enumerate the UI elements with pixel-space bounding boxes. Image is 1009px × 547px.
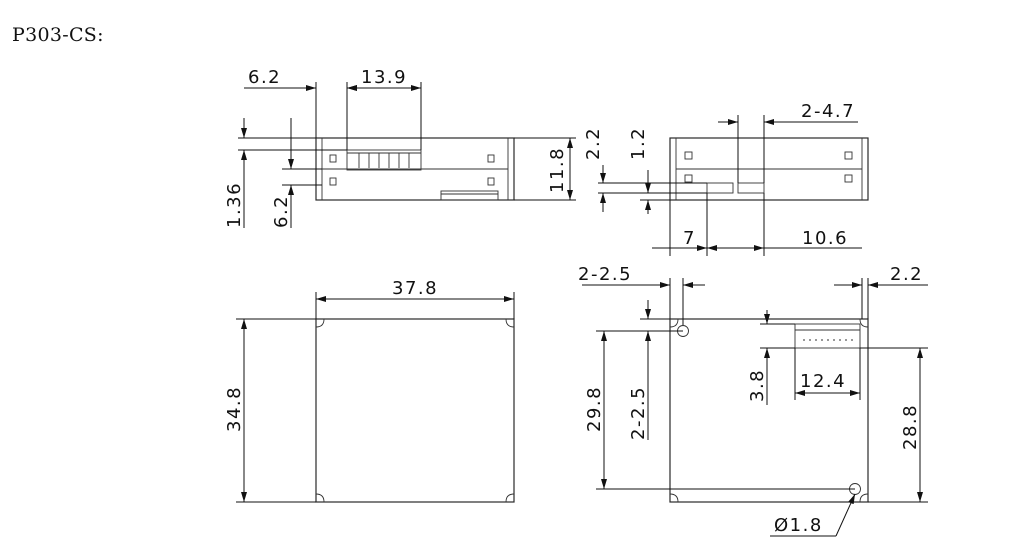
side-dim-lines	[598, 115, 862, 256]
dim-label-bottom-height-left: 29.8	[584, 386, 605, 432]
dim-label-bottom-hole-vertical: 2-2.5	[628, 386, 649, 440]
dim-label-connector-width: 12.4	[800, 371, 846, 392]
dim-label-side-offset: 7	[683, 228, 696, 249]
dim-label-side-offset-b: 10.6	[802, 228, 848, 249]
side-view	[669, 137, 869, 201]
dim-label-side-top-b: 1.2	[628, 127, 649, 160]
dim-label-front-width-b: 13.9	[361, 67, 407, 88]
front-view	[315, 137, 515, 201]
dim-label-top-width: 37.8	[392, 278, 438, 299]
dim-label-front-height-mid: 6.2	[271, 195, 292, 228]
dim-label-top-height: 34.8	[224, 386, 245, 432]
dim-label-bottom-hole-offset: 2-2.5	[578, 264, 632, 285]
top-view	[315, 318, 515, 503]
diagram-title: P303-CS:	[12, 24, 104, 46]
dim-label-side-slot-spacing: 2-4.7	[801, 101, 855, 122]
front-dim-lines	[238, 82, 576, 228]
dim-label-connector-height: 3.8	[747, 369, 768, 402]
dim-label-front-total-height: 11.8	[547, 147, 568, 193]
dim-label-front-width-a: 6.2	[248, 67, 281, 88]
dim-label-front-height-left: 1.36	[224, 182, 245, 228]
dim-label-bottom-height-right: 28.8	[900, 404, 921, 450]
dim-label-side-top-a: 2.2	[583, 127, 604, 160]
dim-label-bottom-right-offset: 2.2	[890, 264, 923, 285]
bottom-dim-lines	[582, 278, 928, 537]
bottom-view	[669, 318, 869, 503]
dim-label-hole-diameter: Ø1.8	[774, 515, 823, 536]
top-dim-lines	[236, 292, 515, 503]
